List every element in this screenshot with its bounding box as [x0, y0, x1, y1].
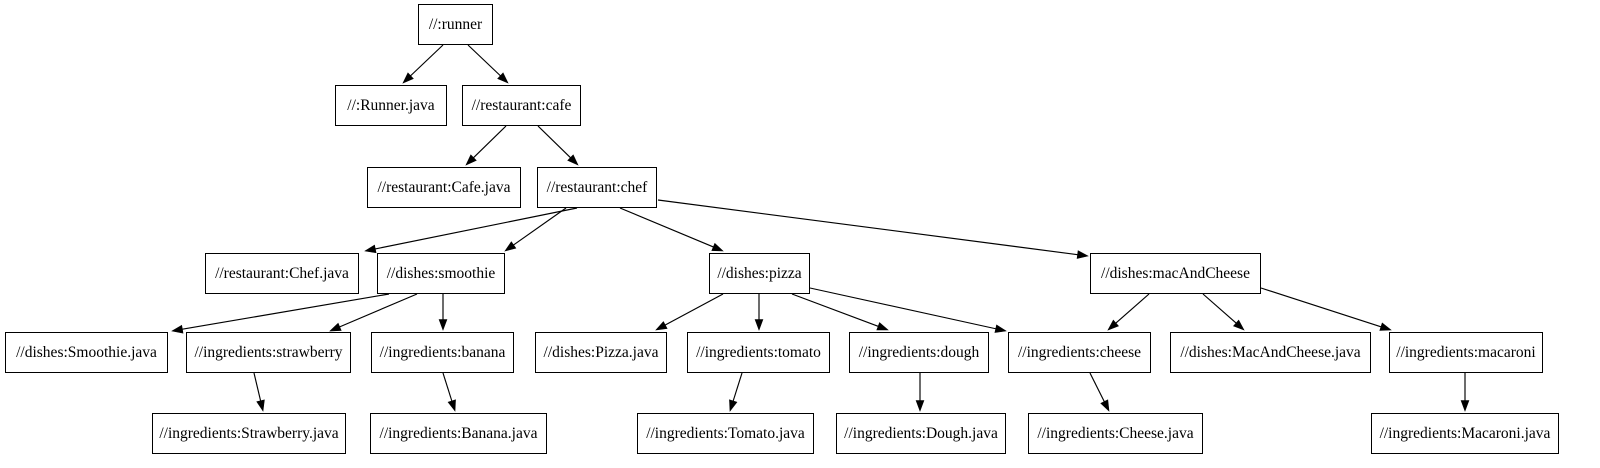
- graph-edge-ing_cheese-to-cheese_java: [1089, 372, 1110, 412]
- graph-node-dishes_pizza[interactable]: //dishes:pizza: [709, 253, 810, 294]
- graph-node-dough_java[interactable]: //ingredients:Dough.java: [836, 413, 1006, 454]
- graph-node-label: //ingredients:Strawberry.java: [159, 424, 339, 442]
- graph-node-label: //dishes:Pizza.java: [543, 343, 659, 361]
- graph-edge-dishes_pizza-to-ing_cheese: [809, 287, 1007, 333]
- graph-node-dishes_mac[interactable]: //dishes:macAndCheese: [1090, 253, 1261, 294]
- graph-node-restaurant_cafe[interactable]: //restaurant:cafe: [462, 85, 581, 126]
- graph-node-ing_dough[interactable]: //ingredients:dough: [849, 332, 989, 373]
- graph-node-label: //ingredients:Dough.java: [844, 424, 998, 442]
- graph-edge-dishes_smoothie-to-ing_strawberry: [329, 293, 418, 332]
- graph-node-label: //ingredients:tomato: [696, 343, 821, 361]
- graph-node-runner_java[interactable]: //:Runner.java: [335, 85, 447, 126]
- graph-edge-restaurant_chef-to-dishes_mac: [657, 199, 1089, 259]
- graph-edge-dishes_mac-to-ing_cheese: [1107, 293, 1150, 331]
- graph-node-ing_cheese[interactable]: //ingredients:cheese: [1008, 332, 1151, 373]
- graph-node-label: //dishes:macAndCheese: [1101, 264, 1250, 282]
- graph-edge-restaurant_cafe-to-cafe_java: [465, 125, 507, 166]
- graph-edge-dishes_mac-to-mac_java: [1202, 293, 1245, 331]
- graph-node-label: //dishes:MacAndCheese.java: [1180, 343, 1361, 361]
- graph-edge-restaurant_cafe-to-restaurant_chef: [537, 125, 579, 166]
- graph-edge-runner-to-runner_java: [402, 44, 444, 84]
- graph-node-label: //ingredients:cheese: [1017, 343, 1142, 361]
- graph-node-macaroni_java[interactable]: //ingredients:Macaroni.java: [1371, 413, 1559, 454]
- graph-node-label: //restaurant:chef: [546, 178, 648, 196]
- graph-node-label: //dishes:smoothie: [386, 264, 496, 282]
- graph-node-label: //restaurant:cafe: [471, 96, 572, 114]
- graph-node-restaurant_chef[interactable]: //restaurant:chef: [537, 167, 657, 208]
- graph-edge-dishes_pizza-to-pizza_java: [655, 293, 724, 331]
- graph-node-label: //restaurant:Chef.java: [215, 264, 349, 282]
- graph-node-label: //:Runner.java: [347, 96, 435, 114]
- graph-node-ing_banana[interactable]: //ingredients:banana: [371, 332, 514, 373]
- graph-edge-dishes_mac-to-ing_macaroni: [1260, 287, 1392, 331]
- graph-node-label: //ingredients:Tomato.java: [646, 424, 805, 442]
- graph-edge-restaurant_chef-to-chef_java: [364, 207, 578, 254]
- graph-edge-runner-to-restaurant_cafe: [467, 44, 509, 84]
- graph-edge-dishes_smoothie-to-smoothie_java: [171, 293, 390, 334]
- graph-node-ing_strawberry[interactable]: //ingredients:strawberry: [186, 332, 351, 373]
- graph-node-label: //restaurant:Cafe.java: [377, 178, 511, 196]
- graph-node-ing_tomato[interactable]: //ingredients:tomato: [687, 332, 830, 373]
- graph-node-label: //:runner: [428, 15, 483, 33]
- graph-node-label: //dishes:pizza: [717, 264, 802, 282]
- graph-node-tomato_java[interactable]: //ingredients:Tomato.java: [637, 413, 814, 454]
- graph-edge-ing_banana-to-banana_java: [442, 372, 456, 412]
- graph-node-pizza_java[interactable]: //dishes:Pizza.java: [535, 332, 667, 373]
- graph-node-label: //ingredients:banana: [379, 343, 506, 361]
- graph-edge-ing_tomato-to-tomato_java: [729, 372, 743, 412]
- graph-node-chef_java[interactable]: //restaurant:Chef.java: [205, 253, 359, 294]
- graph-node-label: //ingredients:dough: [858, 343, 980, 361]
- graph-node-label: //ingredients:Banana.java: [379, 424, 538, 442]
- graph-edge-ing_strawberry-to-strawberry_java: [253, 372, 265, 412]
- graph-node-ing_macaroni[interactable]: //ingredients:macaroni: [1389, 332, 1543, 373]
- graph-node-mac_java[interactable]: //dishes:MacAndCheese.java: [1170, 332, 1371, 373]
- graph-node-smoothie_java[interactable]: //dishes:Smoothie.java: [5, 332, 168, 373]
- graph-edge-restaurant_chef-to-dishes_pizza: [619, 207, 724, 252]
- graph-edge-restaurant_chef-to-dishes_smoothie: [504, 207, 567, 252]
- graph-node-dishes_smoothie[interactable]: //dishes:smoothie: [377, 253, 505, 294]
- graph-node-label: //dishes:Smoothie.java: [16, 343, 157, 361]
- graph-node-cheese_java[interactable]: //ingredients:Cheese.java: [1028, 413, 1203, 454]
- graph-edge-ing_macaroni-to-macaroni_java: [1460, 373, 1470, 412]
- graph-node-cafe_java[interactable]: //restaurant:Cafe.java: [367, 167, 521, 208]
- graph-edge-dishes_pizza-to-ing_dough: [791, 293, 889, 331]
- graph-node-strawberry_java[interactable]: //ingredients:Strawberry.java: [152, 413, 346, 454]
- graph-node-label: //ingredients:macaroni: [1396, 343, 1536, 361]
- graph-node-banana_java[interactable]: //ingredients:Banana.java: [370, 413, 547, 454]
- graph-edge-dishes_smoothie-to-ing_banana: [438, 294, 448, 331]
- graph-edge-ing_dough-to-dough_java: [915, 373, 925, 412]
- graph-node-label: //ingredients:Macaroni.java: [1379, 424, 1551, 442]
- graph-node-label: //ingredients:Cheese.java: [1037, 424, 1194, 442]
- graph-node-label: //ingredients:strawberry: [194, 343, 343, 361]
- graph-edge-dishes_pizza-to-ing_tomato: [754, 294, 764, 331]
- graph-node-runner[interactable]: //:runner: [418, 4, 493, 45]
